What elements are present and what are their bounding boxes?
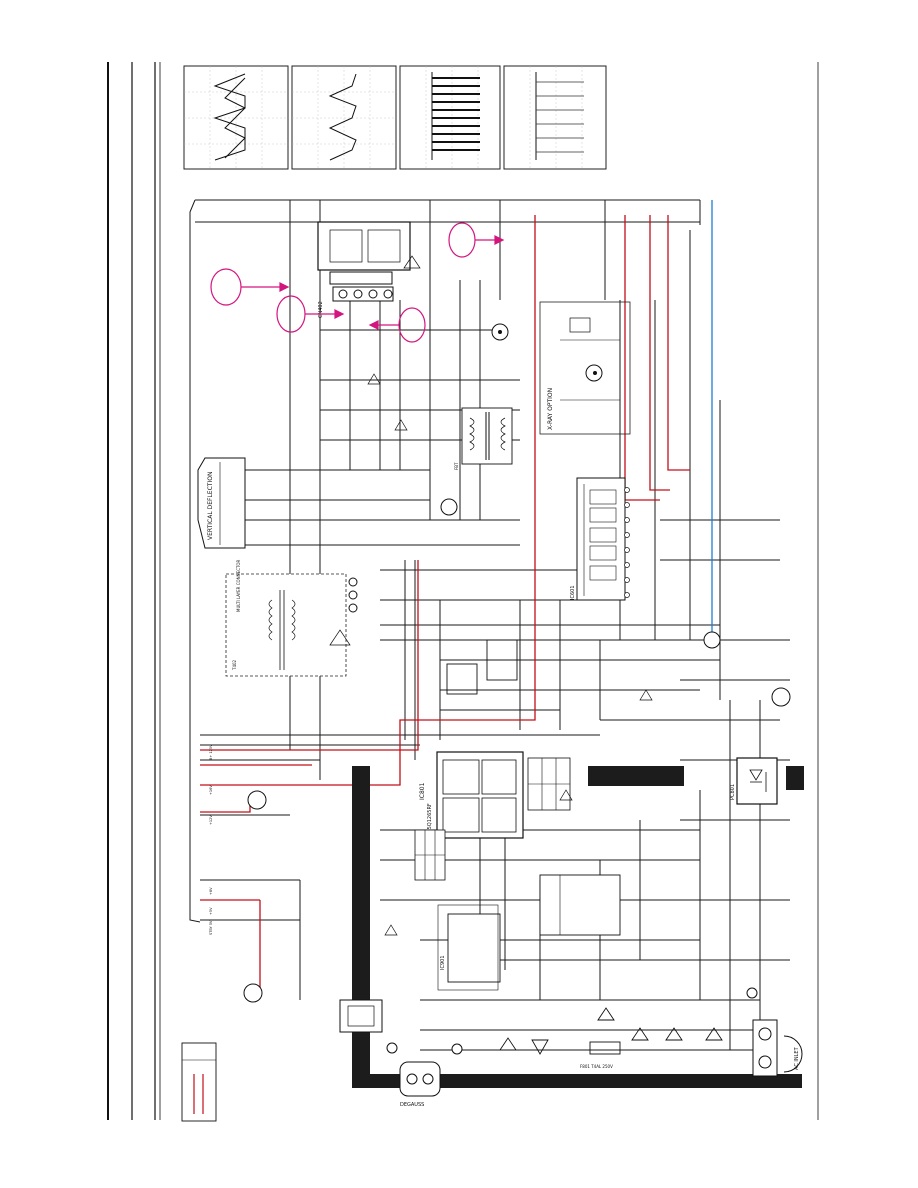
rail-label-2: +16V (209, 785, 213, 795)
ic901-label: IC901 (440, 955, 446, 970)
callout-markers (210, 222, 505, 343)
degauss-connector (399, 1061, 441, 1097)
spec-table-2 (414, 829, 446, 881)
t402-label: T402 (232, 659, 237, 671)
line-fuse-label: F801 T4AL 250V (580, 1064, 613, 1069)
vertical-ic-block (197, 457, 246, 549)
ic801-block (436, 639, 524, 839)
vertical-deflection-label: VERTICAL DEFLECTION (207, 472, 214, 540)
waveform-panel-4 (503, 65, 607, 170)
rail-label-6: STBY 5V (209, 920, 213, 935)
legend-box (181, 1042, 217, 1122)
line-filter (499, 1007, 723, 1055)
bridge-rectifier (339, 999, 383, 1033)
spec-table-1 (527, 757, 571, 811)
waveform-panel-1 (183, 65, 289, 170)
waveform-panel-2 (291, 65, 397, 170)
ac-inlet (752, 1019, 803, 1077)
waveform-panel-3 (399, 65, 501, 170)
cn402-label: CN402 (318, 301, 324, 318)
fbt-label: FBT (454, 462, 459, 470)
connector-cn402 (317, 221, 421, 302)
sheet-margin-lines (107, 62, 819, 1120)
rail-label-5: +5V (209, 907, 213, 915)
warning-triangles (367, 373, 653, 936)
schematic-wiring (189, 199, 790, 1051)
sawtooth-trace (213, 73, 246, 161)
xray-option-label: X-RAY OPTION (547, 388, 554, 430)
xray-option-block (539, 301, 631, 435)
ic901-block (437, 874, 621, 991)
photocoupler-label: PC801 (730, 784, 736, 800)
photocoupler-pc801 (736, 757, 778, 805)
ic801-label: IC801 (419, 782, 426, 800)
rail-label-1: B+ 125V (209, 744, 213, 760)
multi-layer-connector-label: MULTI LAYER CONNECTOR (236, 559, 241, 612)
ic601-label: IC601 (570, 585, 576, 600)
ac-inlet-label: AC INLET (794, 1046, 800, 1070)
ic801-part-label: KA5Q1265RF (427, 803, 433, 836)
ic601-block (576, 477, 630, 601)
rail-label-4: +8V (209, 887, 213, 895)
multi-layer-connector-block (225, 573, 358, 677)
rail-label-3: +12V (209, 815, 213, 825)
degauss-label: DEGAUSS (400, 1102, 424, 1108)
reset-circuit-symbols (498, 330, 597, 375)
flyback-transformer (461, 407, 513, 465)
transistor-symbols (243, 323, 791, 1055)
